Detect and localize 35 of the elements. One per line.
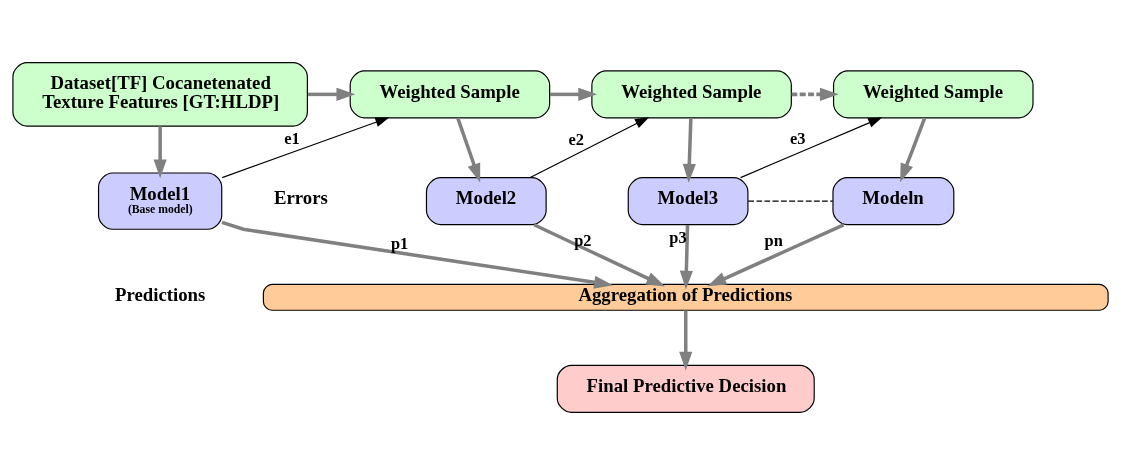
arrow <box>682 117 696 183</box>
node-box: Model2 <box>425 176 547 225</box>
arrow <box>707 222 845 286</box>
node-box: Modeln <box>832 176 955 225</box>
node-box: Model1 (Base model) <box>97 171 223 230</box>
arrow <box>153 125 167 178</box>
arrow <box>307 87 356 101</box>
edge-label: p2 <box>574 230 592 250</box>
label: Predictions <box>114 283 206 305</box>
edge-label: e2 <box>568 129 584 149</box>
arrow <box>550 87 598 101</box>
edge-label: e1 <box>284 128 300 148</box>
node-box: Model3 <box>627 176 749 225</box>
node-box: Dataset[TF] Cocanetenated Texture Features [GT:HLDP] <box>12 61 308 127</box>
node-box: Aggregation of Predictions <box>262 283 1109 311</box>
arrow <box>456 117 481 182</box>
arrow <box>221 116 390 178</box>
arrow <box>221 220 613 289</box>
connector <box>747 200 834 202</box>
arrow <box>740 116 883 178</box>
arrow <box>533 222 666 286</box>
edge-label: e3 <box>789 128 806 148</box>
arrow <box>679 224 693 290</box>
edge-label: p3 <box>669 227 687 247</box>
node-box: Weighted Sample <box>349 69 551 118</box>
node-box: Weighted Sample <box>591 69 792 118</box>
node-box: Weighted Sample <box>832 69 1034 118</box>
label: Errors <box>273 186 328 208</box>
node-box: Final Predictive Decision <box>556 364 815 413</box>
edge-label: pn <box>764 230 783 250</box>
arrow <box>791 87 839 101</box>
edge-label: p1 <box>390 233 409 253</box>
arrow <box>679 310 693 371</box>
arrow <box>529 116 650 178</box>
arrow <box>900 117 927 182</box>
